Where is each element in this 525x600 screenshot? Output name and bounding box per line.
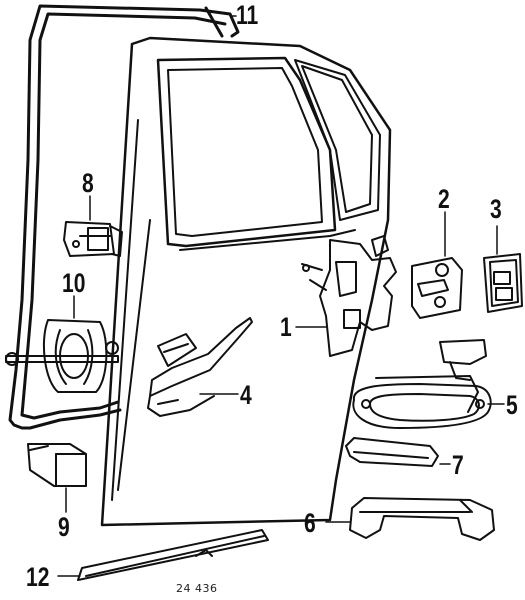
door-shell — [100, 36, 392, 527]
callout-3: 3 — [490, 194, 502, 224]
striker-shim-part-3 — [483, 225, 523, 313]
callout-11: 11 — [236, 0, 259, 30]
callout-6: 6 — [304, 508, 316, 538]
door-latch-part-1 — [295, 235, 397, 357]
pull-handle-part-6 — [325, 497, 495, 541]
door-check-part-10 — [5, 295, 119, 393]
callout-5: 5 — [506, 390, 518, 420]
callout-4: 4 — [240, 380, 252, 410]
upper-hinge-part-8 — [63, 195, 123, 257]
callout-7: 7 — [452, 450, 464, 480]
weatherstrip-seal-part-11 — [8, 4, 240, 430]
callout-8: 8 — [82, 168, 94, 198]
callout-9: 9 — [58, 512, 70, 542]
callout-1: 1 — [280, 312, 292, 342]
outside-handle-part-5 — [352, 339, 505, 429]
catalog-number: 24 436 — [176, 582, 218, 595]
door-stop-part-9 — [27, 443, 87, 513]
inside-remote-part-4 — [147, 317, 253, 417]
handle-trim-part-7 — [345, 437, 451, 467]
sill-moulding-part-12 — [57, 529, 269, 581]
callout-12: 12 — [26, 562, 50, 592]
callout-10: 10 — [62, 268, 86, 298]
striker-part-2 — [411, 211, 463, 319]
callout-2: 2 — [438, 184, 450, 214]
